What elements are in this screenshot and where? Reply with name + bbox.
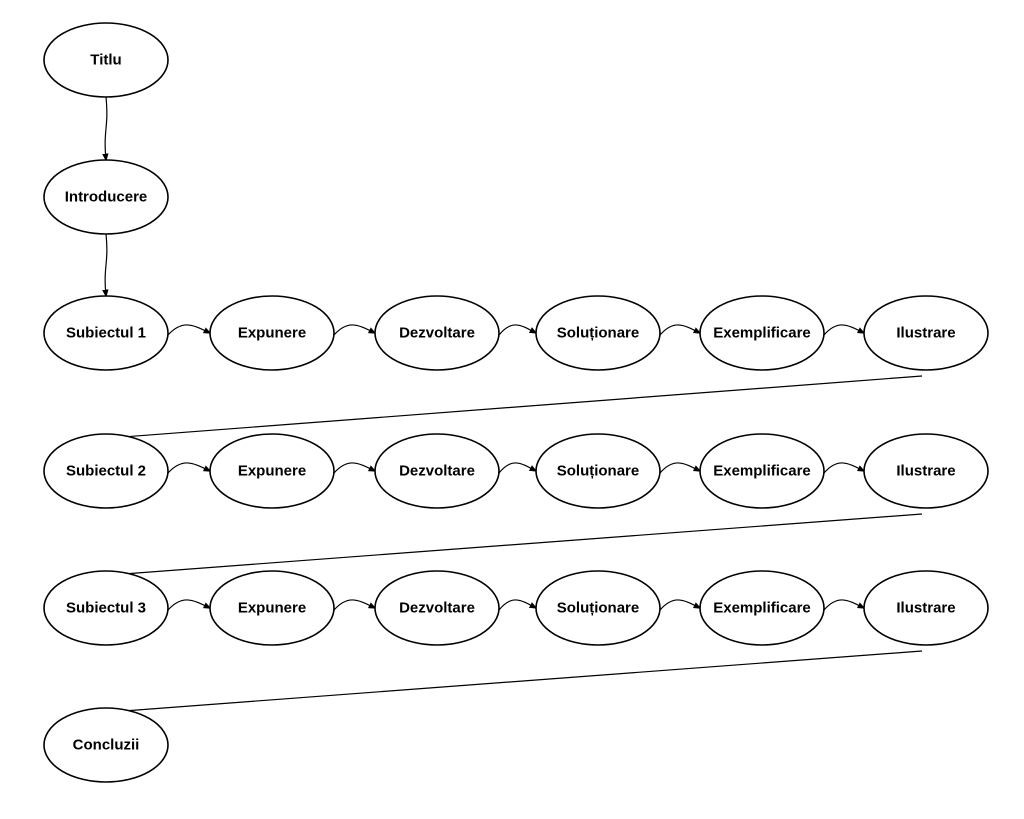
- edge-vertical-2: [105, 233, 107, 296]
- node-ellipse: [209, 570, 335, 646]
- node-label: Ilustrare: [896, 463, 955, 480]
- node-label: Subiectul 1: [66, 325, 146, 342]
- edge-horizontal-6: [659, 324, 700, 336]
- node-ellipse: [699, 433, 825, 509]
- node-ellipse: [535, 295, 661, 371]
- node-introduction: Introducere: [43, 159, 169, 235]
- edge-horizontal-19: [823, 599, 864, 611]
- node-subject-2: Subiectul 2: [43, 433, 169, 509]
- node-label: Concluzii: [73, 737, 140, 754]
- node-subject-2-step-3: Soluționare: [535, 433, 661, 509]
- node-ellipse: [209, 433, 335, 509]
- node-label: Subiectul 3: [66, 600, 146, 617]
- node-label: Exemplificare: [713, 600, 811, 617]
- edge-horizontal-18: [659, 599, 700, 611]
- node-subject-1-step-3: Soluționare: [535, 295, 661, 371]
- edge-return-20: [110, 650, 923, 712]
- node-label: Expunere: [238, 600, 306, 617]
- node-subject-2-step-1: Expunere: [209, 433, 335, 509]
- node-subject-1: Subiectul 1: [43, 295, 169, 371]
- node-title: Titlu: [43, 22, 169, 98]
- node-subject-3-step-4: Exemplificare: [699, 570, 825, 646]
- node-subject-3-step-5: Ilustrare: [863, 570, 989, 646]
- node-label: Subiectul 2: [66, 463, 146, 480]
- node-subject-1-step-4: Exemplificare: [699, 295, 825, 371]
- node-ellipse: [43, 159, 169, 235]
- node-subject-2-step-4: Exemplificare: [699, 433, 825, 509]
- edge-horizontal-12: [659, 462, 700, 474]
- node-ellipse: [535, 433, 661, 509]
- edge-return-8: [110, 375, 923, 438]
- node-label: Soluționare: [557, 600, 640, 617]
- edge-return-14: [110, 513, 923, 575]
- node-subject-3-step-1: Expunere: [209, 570, 335, 646]
- node-subject-3: Subiectul 3: [43, 570, 169, 646]
- node-label: Introducere: [65, 189, 148, 206]
- node-ellipse: [209, 295, 335, 371]
- edge-horizontal-4: [333, 324, 375, 336]
- node-label: Ilustrare: [896, 325, 955, 342]
- edge-horizontal-11: [498, 462, 536, 474]
- node-label: Dezvoltare: [399, 463, 475, 480]
- node-conclusion: Concluzii: [43, 707, 169, 783]
- node-ellipse: [863, 295, 989, 371]
- node-label: Titlu: [90, 52, 121, 69]
- edge-horizontal-9: [167, 462, 210, 474]
- node-ellipse: [535, 570, 661, 646]
- node-label: Soluționare: [557, 463, 640, 480]
- node-label: Ilustrare: [896, 600, 955, 617]
- node-label: Dezvoltare: [399, 325, 475, 342]
- node-ellipse: [863, 570, 989, 646]
- edge-horizontal-10: [333, 462, 375, 474]
- node-ellipse: [699, 295, 825, 371]
- node-ellipse: [43, 707, 169, 783]
- edge-horizontal-15: [167, 599, 210, 611]
- node-label: Exemplificare: [713, 463, 811, 480]
- edge-horizontal-16: [333, 599, 375, 611]
- node-ellipse: [43, 570, 169, 646]
- node-label: Exemplificare: [713, 325, 811, 342]
- edge-horizontal-5: [498, 324, 536, 336]
- node-subject-3-step-2: Dezvoltare: [374, 570, 500, 646]
- node-subject-1-step-5: Ilustrare: [863, 295, 989, 371]
- node-ellipse: [43, 22, 169, 98]
- node-label: Dezvoltare: [399, 600, 475, 617]
- node-ellipse: [374, 433, 500, 509]
- node-subject-1-step-2: Dezvoltare: [374, 295, 500, 371]
- node-subject-1-step-1: Expunere: [209, 295, 335, 371]
- edge-horizontal-13: [823, 462, 864, 474]
- node-ellipse: [374, 295, 500, 371]
- node-ellipse: [374, 570, 500, 646]
- edges-layer: [105, 96, 923, 712]
- node-ellipse: [863, 433, 989, 509]
- node-subject-2-step-2: Dezvoltare: [374, 433, 500, 509]
- edge-vertical-1: [105, 96, 107, 160]
- node-ellipse: [43, 295, 169, 371]
- node-label: Soluționare: [557, 325, 640, 342]
- edge-horizontal-3: [167, 324, 210, 336]
- node-label: Expunere: [238, 325, 306, 342]
- node-subject-3-step-3: Soluționare: [535, 570, 661, 646]
- edge-horizontal-7: [823, 324, 864, 336]
- edge-horizontal-17: [498, 599, 536, 611]
- node-label: Expunere: [238, 463, 306, 480]
- node-ellipse: [43, 433, 169, 509]
- node-subject-2-step-5: Ilustrare: [863, 433, 989, 509]
- node-ellipse: [699, 570, 825, 646]
